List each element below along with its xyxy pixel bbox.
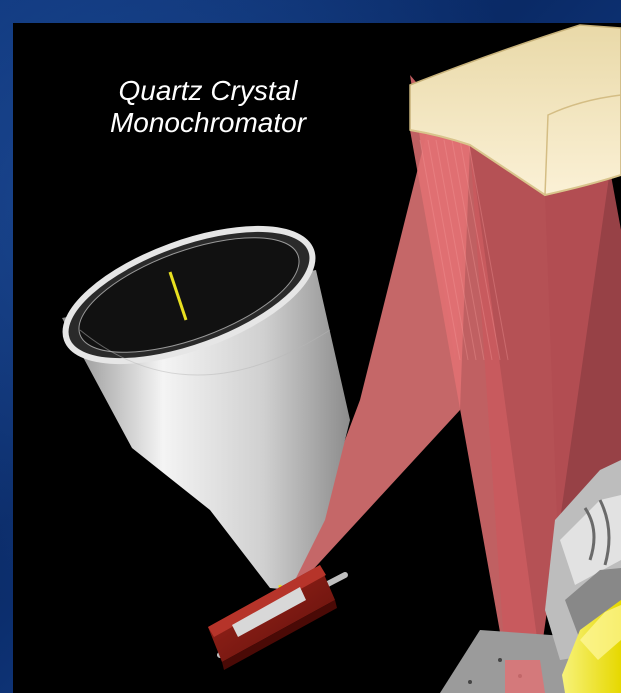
diagram-caption: Quartz Crystal Monochromator (73, 75, 343, 139)
caption-line-2: Monochromator (73, 107, 343, 139)
caption-line-1: Quartz Crystal (73, 75, 343, 107)
beam-bottom (505, 660, 545, 693)
detector-cone (49, 202, 350, 590)
diagram-panel: Quartz Crystal Monochromator (13, 23, 621, 693)
